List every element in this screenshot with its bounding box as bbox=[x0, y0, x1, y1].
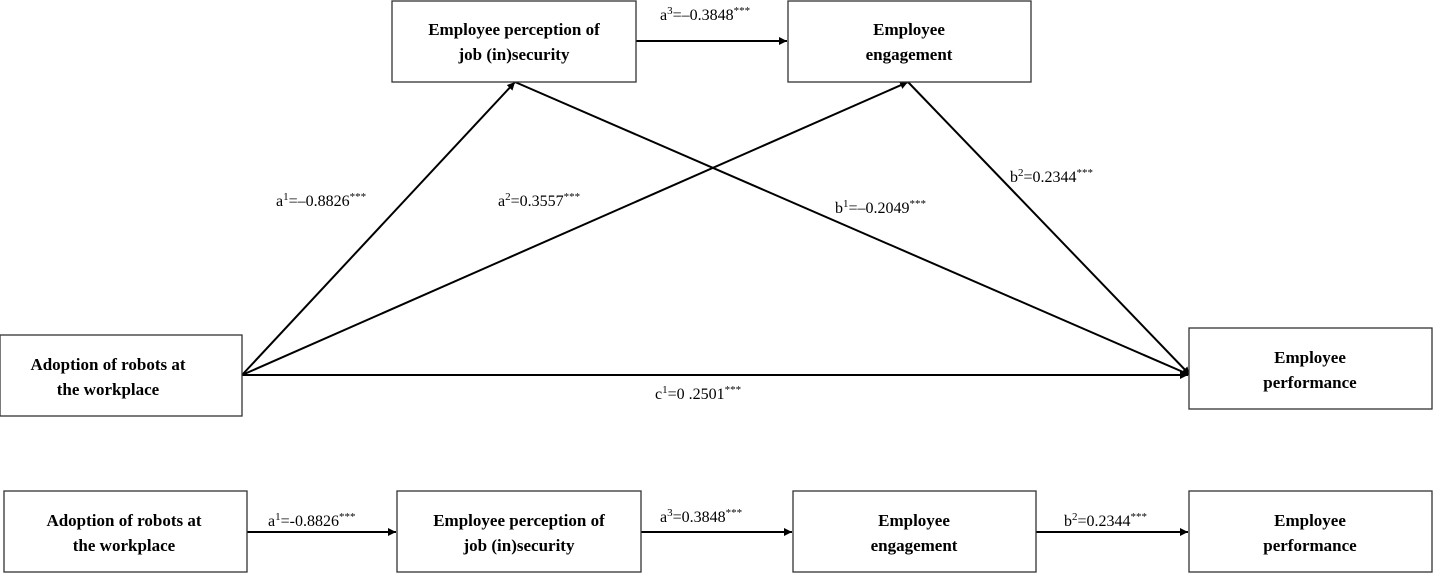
edge-security-to-performance bbox=[514, 81, 1191, 376]
node-job-insecurity-top: Employee perception of job (in)security bbox=[391, 0, 637, 83]
node-label-line: Employee perception of bbox=[433, 511, 605, 530]
coef-b1-top: b1=–0.2049*** bbox=[835, 198, 926, 217]
coef-a1-bottom: a1=-0.8826*** bbox=[268, 511, 355, 530]
node-label-line: Employee bbox=[1274, 348, 1346, 367]
node-label-line: Adoption of robots at bbox=[46, 511, 201, 530]
node-label-line: Adoption of robots at bbox=[30, 355, 185, 374]
node-job-insecurity-bottom: Employee perception of job (in)security bbox=[396, 490, 642, 573]
node-performance-top: Employee performance bbox=[1188, 327, 1433, 410]
coef-a3-top: a3=–0.3848*** bbox=[660, 5, 750, 24]
node-label-line: performance bbox=[1263, 373, 1357, 392]
coef-a2-top: a2=0.3557*** bbox=[498, 191, 580, 210]
node-engagement-bottom: Employee engagement bbox=[792, 490, 1037, 573]
node-performance-bottom: Employee performance bbox=[1188, 490, 1433, 573]
edge-engagement-to-performance bbox=[907, 81, 1191, 376]
node-adoption-robots-bottom: Adoption of robots at the workplace bbox=[3, 490, 248, 573]
edge-adoption-to-security bbox=[241, 81, 516, 376]
node-label-line: Employee perception of bbox=[428, 20, 600, 39]
coef-a3-bottom: a3=0.3848*** bbox=[660, 507, 742, 526]
node-label-line: job (in)security bbox=[463, 536, 575, 555]
node-engagement-top: Employee engagement bbox=[787, 0, 1032, 83]
coef-b2-top: b2=0.2344*** bbox=[1010, 167, 1093, 186]
node-label-line: Employee bbox=[878, 511, 950, 530]
edge-adoption-to-engagement bbox=[241, 81, 909, 376]
node-label-line: the workplace bbox=[73, 536, 176, 555]
node-label-line: engagement bbox=[866, 45, 953, 64]
node-label-line: the workplace bbox=[57, 380, 160, 399]
coef-b2-bottom: b2=0.2344*** bbox=[1064, 511, 1147, 530]
node-adoption-robots-top: Adoption of robots at the workplace bbox=[0, 334, 243, 417]
node-label-line: job (in)security bbox=[458, 45, 570, 64]
coef-a1-top: a1=–0.8826*** bbox=[276, 191, 366, 210]
node-label-line: Employee bbox=[873, 20, 945, 39]
coef-c1-top: c1=0 .2501*** bbox=[655, 384, 741, 403]
node-label-line: Employee bbox=[1274, 511, 1346, 530]
node-label-line: engagement bbox=[871, 536, 958, 555]
node-label-line: performance bbox=[1263, 536, 1357, 555]
